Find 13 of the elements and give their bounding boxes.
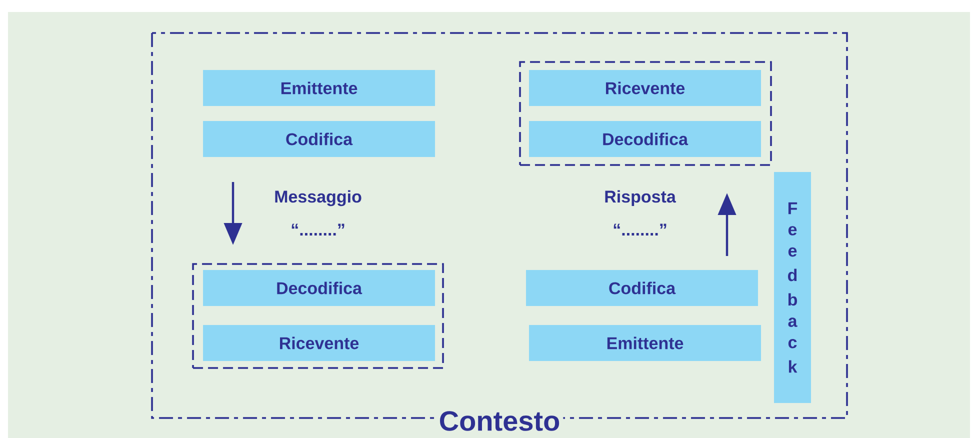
dashed-group (192, 263, 444, 369)
label-box: Ricevente (529, 70, 761, 106)
label-box: Codifica (526, 270, 758, 306)
label-box: Decodifica (529, 121, 761, 157)
label-box: Decodifica (203, 270, 435, 306)
edge-label: Messaggio “........” (275, 190, 362, 236)
feedback-bar: Feedback (774, 172, 811, 403)
edge-label: Risposta “........” (605, 190, 676, 236)
dashed-group (519, 61, 772, 166)
label-box: Emittente (529, 325, 761, 361)
label-box: Emittente (203, 70, 435, 106)
label-box: Codifica (203, 121, 435, 157)
label-box: Ricevente (203, 325, 435, 361)
